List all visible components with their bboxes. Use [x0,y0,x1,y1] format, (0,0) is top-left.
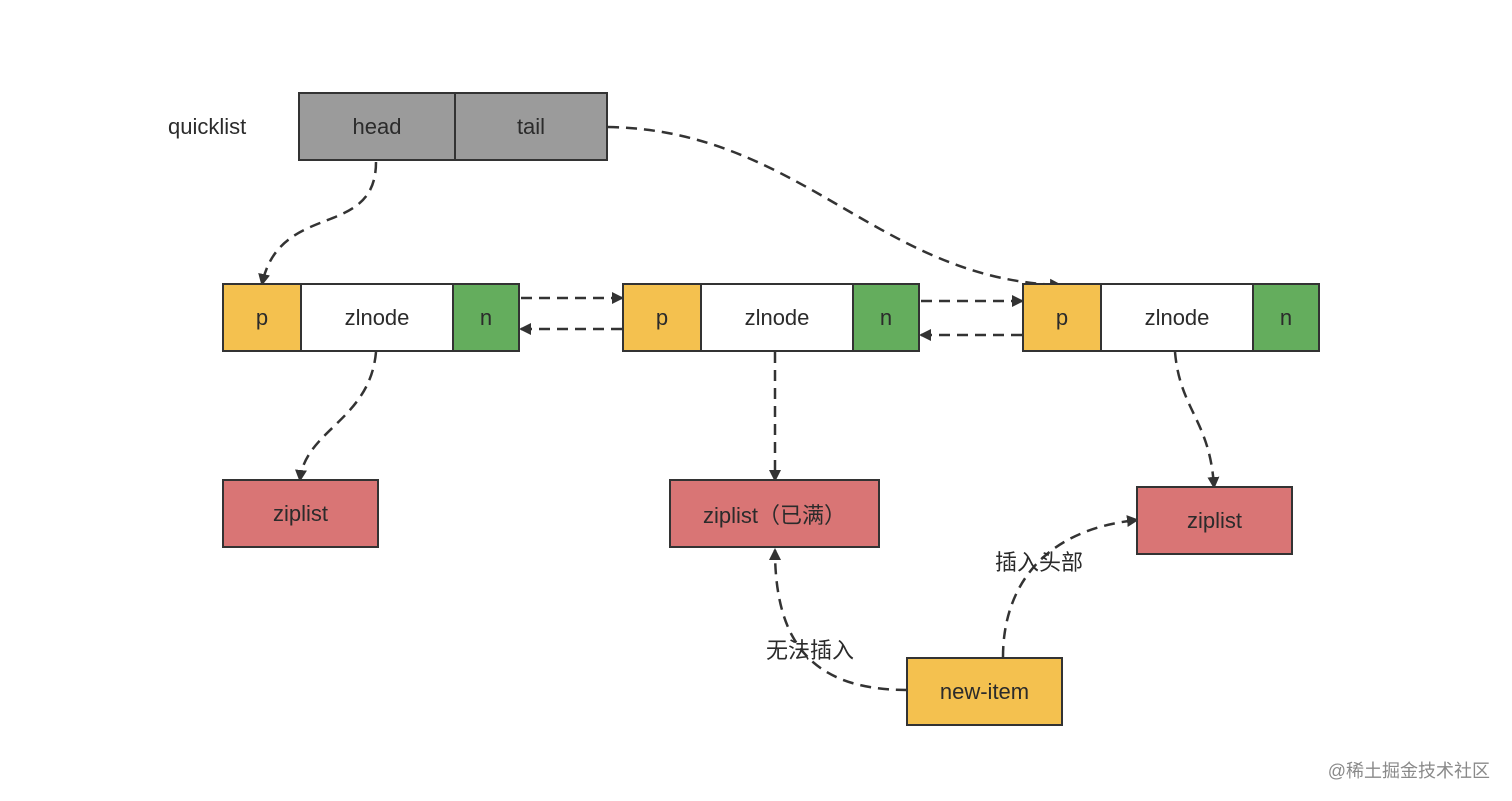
tail-to-last-node-arrow [607,125,1062,291]
cannot-insert-label: 无法插入 [766,638,855,663]
zlnode-2: p zlnode n [622,283,920,352]
quicklist-head-cell: head [300,94,454,159]
node3-ziplist-arrow [1173,351,1220,489]
new-item-to-head-ziplist-arrow [1001,515,1139,658]
node-2-zlnode-cell: zlnode [700,285,852,350]
node-3-next-cell: n [1252,285,1318,350]
quicklist-label: quicklist [168,114,247,139]
watermark: @稀土掘金技术社区 [1327,761,1490,781]
new-item-to-full-ziplist-arrow [769,548,908,692]
ziplist-1: ziplist [222,479,379,548]
insert-head-label: 插入头部 [995,550,1084,575]
ziplist-3: ziplist [1136,486,1293,555]
node1-ziplist-arrow [295,351,378,482]
node-3-prev-cell: p [1024,285,1100,350]
node-2-prev-cell: p [624,285,700,350]
quicklist-tail-cell: tail [454,94,606,159]
quicklist-header: head tail [298,92,608,161]
node-2-next-cell: n [852,285,918,350]
node-1-zlnode-cell: zlnode [300,285,452,350]
node-1-next-cell: n [452,285,518,350]
head-to-first-node-arrow [258,161,378,286]
node-1-prev-cell: p [224,285,300,350]
zlnode-1: p zlnode n [222,283,520,352]
new-item-box: new-item [906,657,1063,726]
node-3-zlnode-cell: zlnode [1100,285,1252,350]
ziplist-2-full: ziplist（已满） [669,479,880,548]
zlnode-3: p zlnode n [1022,283,1320,352]
